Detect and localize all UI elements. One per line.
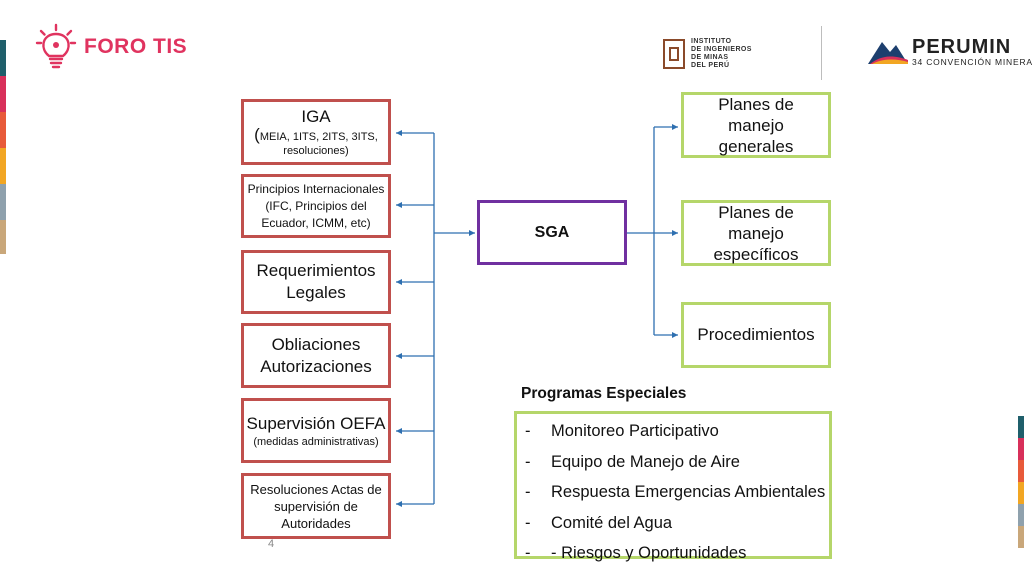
foro-tis-logo: FORO TIS: [35, 23, 188, 70]
obligaciones-label: Obliaciones Autorizaciones: [260, 334, 372, 376]
sga-label: SGA: [534, 223, 570, 241]
programas-title: Programas Especiales: [521, 385, 687, 402]
stripe-right-4: [1018, 482, 1024, 504]
list-item: -Respuesta Emergencias Ambientales: [525, 483, 826, 501]
stripe-right-2: [1018, 438, 1024, 460]
box-procedimientos: Procedimientos: [681, 302, 831, 368]
logo-divider: [821, 26, 822, 80]
iimp-seal-icon: [663, 39, 685, 69]
stripe-right-5: [1018, 504, 1024, 526]
supervision-detail: (medidas administrativas): [253, 435, 379, 448]
perumin-subtitle: 34 CONVENCIÓN MINERA: [912, 57, 1033, 67]
box-supervision: Supervisión OEFA (medidas administrativa…: [241, 398, 391, 463]
principios-label: Principios Internacionales (IFC, Princip…: [247, 181, 385, 230]
list-item: -Equipo de Manejo de Aire: [525, 452, 740, 471]
box-resoluciones: Resoluciones Actas de supervisión de Aut…: [241, 473, 391, 539]
resoluciones-label: Resoluciones Actas de supervisión de Aut…: [250, 481, 382, 531]
stripe-right-6: [1018, 526, 1024, 548]
planes-generales-label: Planes de manejo generales: [718, 94, 794, 156]
box-sga: SGA: [477, 200, 627, 265]
box-principios: Principios Internacionales (IFC, Princip…: [241, 174, 391, 238]
requerimientos-label: Requerimientos Legales: [256, 261, 376, 302]
page-number: 4: [268, 538, 275, 550]
iimp-logo: INSTITUTO DE INGENIEROS DE MINAS DEL PER…: [663, 38, 752, 70]
iimp-text: INSTITUTO DE INGENIEROS DE MINAS DEL PER…: [691, 38, 752, 69]
planes-especificos-label: Planes de manejo específicos: [713, 202, 799, 264]
box-planes-generales: Planes de manejo generales: [681, 92, 831, 158]
stripe-5: [0, 184, 6, 220]
iga-detail: (MEIA, 1ITS, 2ITS, 3ITS, resoluciones): [254, 125, 378, 157]
programas-list: -Monitoreo Participativo -Equipo de Mane…: [514, 411, 832, 562]
box-planes-especificos: Planes de manejo específicos: [681, 200, 831, 266]
stripe-2: [0, 76, 6, 112]
box-iga: IGA (MEIA, 1ITS, 2ITS, 3ITS, resolucione…: [241, 99, 391, 165]
stripe-1: [0, 40, 6, 76]
box-obligaciones: Obliaciones Autorizaciones: [241, 323, 391, 388]
procedimientos-label: Procedimientos: [697, 325, 815, 344]
stripe-right-1: [1018, 416, 1024, 438]
mountain-icon: [868, 42, 908, 64]
list-item: -- Riesgos y Oportunidades: [525, 544, 747, 562]
lightbulb-icon: [35, 23, 77, 69]
foro-tis-text: FORO TIS: [84, 35, 188, 58]
supervision-title: Supervisión OEFA: [246, 413, 386, 433]
perumin-name: PERUMIN: [912, 36, 1012, 58]
stripe-3: [0, 112, 6, 148]
list-item: -Monitoreo Participativo: [525, 422, 719, 440]
stripe-6: [0, 220, 6, 254]
stripe-4: [0, 148, 6, 184]
iga-title: IGA: [301, 107, 331, 126]
list-item: -Comité del Agua: [525, 513, 673, 532]
perumin-logo: PERUMIN 34 CONVENCIÓN MINERA: [866, 36, 1032, 73]
stripe-right-3: [1018, 460, 1024, 482]
box-requerimientos: Requerimientos Legales: [241, 250, 391, 314]
